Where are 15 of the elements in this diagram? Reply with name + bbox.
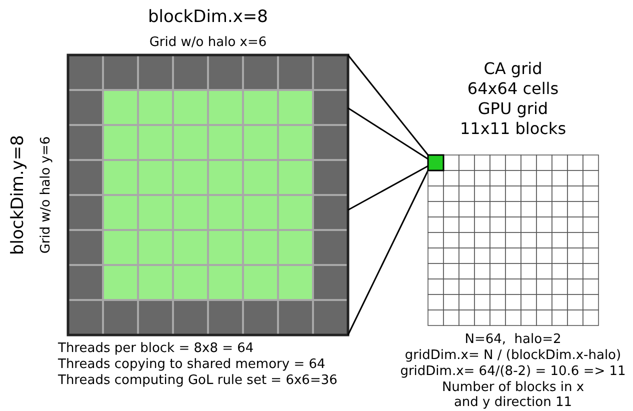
note-text: Threads computing GoL rule set = 6x6=36: [58, 374, 338, 389]
grid-title: 11x11 blocks: [460, 120, 566, 138]
note-text: Threads per block = 8x8 = 64: [58, 342, 254, 357]
dimension-label: blockDim.x=8: [148, 8, 268, 28]
dimension-label: blockDim.y=8: [9, 135, 29, 255]
grid-title: 64x64 cells: [467, 80, 559, 98]
formula-text: gridDim.x= 64/(8-2) = 10.6 => 11: [400, 365, 626, 380]
formula-text: gridDim.x= N / (blockDim.x-halo): [404, 349, 622, 364]
grid-label: Grid w/o halo y=6: [40, 136, 54, 254]
formula-text: N=64, halo=2: [464, 333, 562, 348]
grid-label: Grid w/o halo x=6: [149, 36, 267, 51]
grid-title: CA grid: [484, 60, 542, 78]
note-text: Threads copying to shared memory = 64: [58, 358, 326, 373]
note-text: Number of blocks in x and y direction 11: [440, 381, 586, 411]
grid-title: GPU grid: [478, 100, 548, 118]
